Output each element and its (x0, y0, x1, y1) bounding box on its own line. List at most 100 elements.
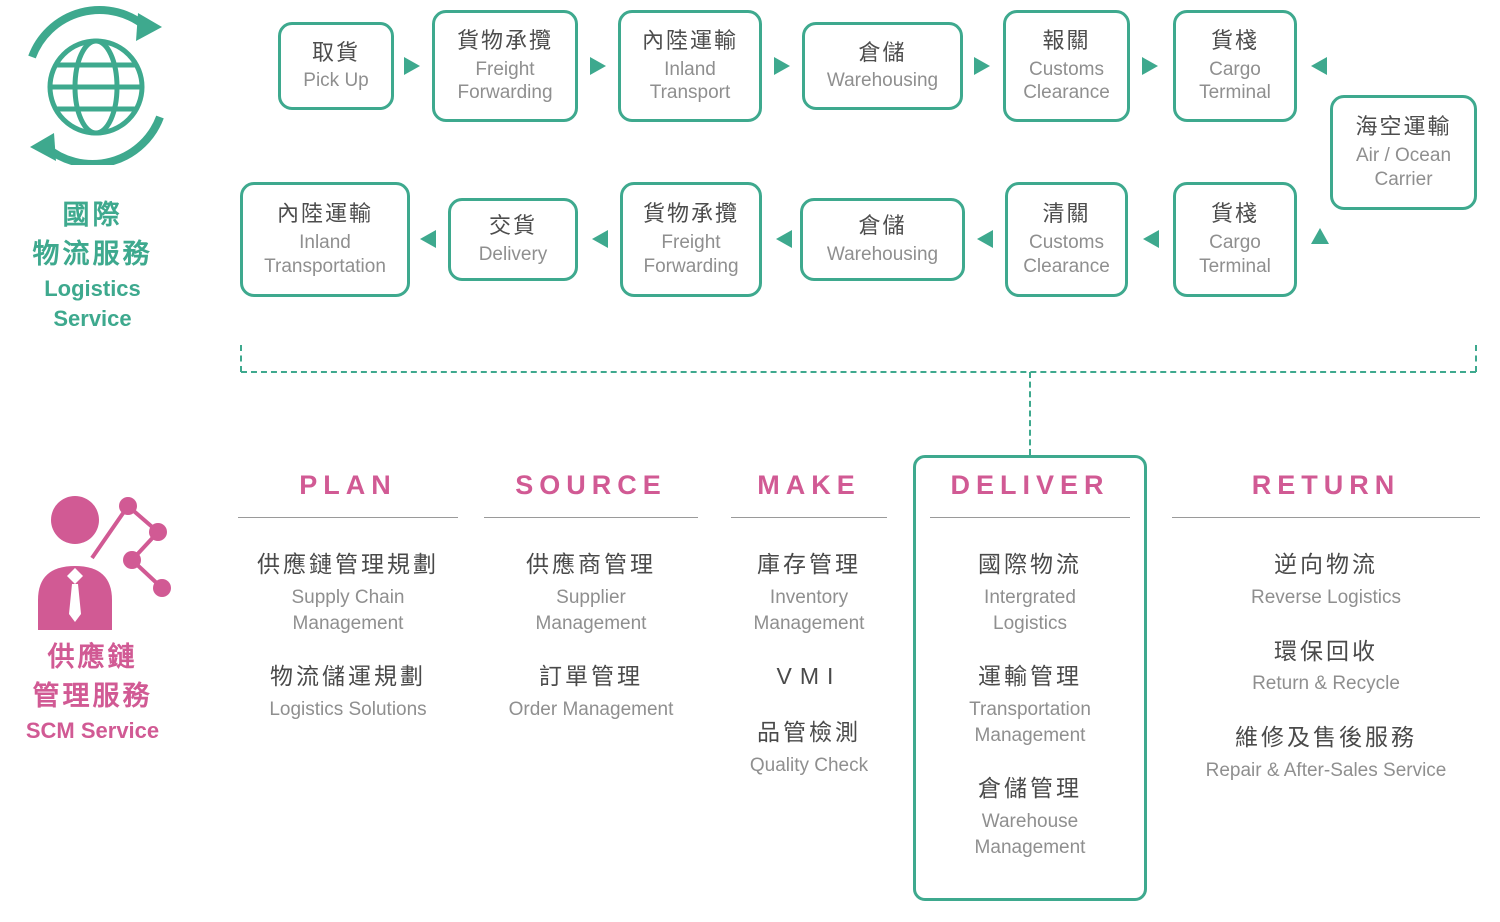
flow-box-en: Customs Clearance (1023, 232, 1110, 277)
scm-item: 倉儲管理 Warehouse Management (930, 774, 1130, 860)
scm-item-en: Supply Chain Management (291, 586, 405, 634)
scm-column-plan: PLAN 供應鏈管理規劃 Supply Chain Management 物流儲… (238, 470, 458, 749)
scm-title-zh-2: 管理服務 (32, 681, 153, 712)
dashed-connector-right (1475, 345, 1477, 372)
scm-item: 訂單管理 Order Management (484, 662, 698, 723)
deliver-highlight-frame (913, 455, 1147, 901)
scm-column-header: PLAN (238, 470, 458, 518)
flow-box-zh: 貨物承攬 (642, 201, 739, 227)
scm-item: 供應商管理 Supplier Management (484, 550, 698, 636)
flow-box-en: Delivery (478, 243, 548, 265)
scm-item: VMI (731, 662, 887, 692)
flow-arrow-left-icon (420, 230, 436, 248)
flow-box-en: Freight Forwarding (457, 58, 553, 104)
logistics-title-en-1: Logistics (44, 276, 141, 302)
scm-item-en: Warehouse Management (974, 811, 1086, 858)
dashed-connector-left (240, 345, 242, 372)
scm-item-en: Transportation Management (969, 699, 1091, 746)
globe-cycle-svg (28, 6, 164, 168)
person-network-icon (30, 480, 180, 630)
scm-item-zh: 訂單管理 (539, 663, 643, 690)
flow-box-zh: 內陸運輸 (276, 201, 373, 227)
scm-column-source: SOURCE 供應商管理 Supplier Management 訂單管理 Or… (484, 470, 698, 749)
logistics-service-title: 國際 物流服務 Logistics Service (5, 196, 180, 334)
scm-item: 國際物流 Intergrated Logistics (930, 550, 1130, 636)
scm-title-en: SCM Service (25, 718, 160, 744)
flow-arrow-left-icon (776, 230, 792, 248)
scm-item-en: Reverse Logistics (1251, 586, 1401, 608)
flow-box-freight-forwarding-2: 貨物承攬 Freight Forwarding (620, 182, 762, 297)
flow-box-en: Cargo Terminal (1199, 58, 1271, 104)
scm-item-zh: 品管檢測 (757, 719, 861, 746)
flow-box-customs-clearance-1: 報關 Customs Clearance (1003, 10, 1130, 122)
scm-item: 逆向物流 Reverse Logistics (1172, 550, 1480, 611)
scm-item-zh: 國際物流 (978, 551, 1082, 577)
scm-item: 庫存管理 Inventory Management (731, 550, 887, 636)
scm-item-zh: 環保回收 (1274, 637, 1378, 664)
flow-box-en: Inland Transportation (264, 232, 386, 277)
scm-item: 品管檢測 Quality Check (731, 718, 887, 779)
dashed-connector-center (1029, 372, 1031, 455)
flow-arrow-right-icon (974, 57, 990, 75)
scm-item-en: Inventory Management (753, 586, 865, 634)
flow-arrow-left-icon (592, 230, 608, 248)
flow-arrow-right-icon (404, 57, 420, 75)
flow-box-customs-clearance-2: 清關 Customs Clearance (1005, 182, 1128, 297)
scm-column-header: SOURCE (484, 470, 698, 518)
scm-column-header: RETURN (1172, 470, 1480, 518)
flow-arrow-right-icon (590, 57, 606, 75)
flow-box-pick-up: 取貨 Pick Up (278, 22, 394, 110)
scm-item: 維修及售後服務 Repair & After-Sales Service (1172, 723, 1480, 784)
flow-box-delivery: 交貨 Delivery (448, 198, 578, 281)
flow-box-zh: 貨棧 (1210, 201, 1259, 227)
flow-box-en: Freight Forwarding (643, 232, 739, 277)
scm-item-en: Order Management (508, 699, 674, 721)
flow-box-warehousing-2: 倉儲 Warehousing (800, 198, 965, 281)
flow-box-freight-forwarding-1: 貨物承攬 Freight Forwarding (432, 10, 578, 122)
flow-box-zh: 倉儲 (858, 213, 907, 239)
globe-cycle-icon (8, 5, 178, 168)
scm-item-zh: 供應商管理 (526, 551, 656, 577)
flow-box-en: Cargo Terminal (1199, 232, 1271, 277)
flow-box-zh: 取貨 (311, 39, 360, 65)
flow-box-inland-transport: 內陸運輸 Inland Transport (618, 10, 762, 122)
flow-box-zh: 清關 (1042, 201, 1091, 227)
scm-service-title: 供應鏈 管理服務 SCM Service (0, 638, 185, 746)
flow-box-en: Inland Transport (649, 58, 731, 104)
flow-box-zh: 貨物承攬 (456, 27, 553, 53)
scm-item: 運輸管理 Transportation Management (930, 662, 1130, 748)
person-network-svg (38, 496, 171, 630)
scm-column-make: MAKE 庫存管理 Inventory Management VMI 品管檢測 … (731, 470, 887, 805)
scm-column-return: RETURN 逆向物流 Reverse Logistics 環保回收 Retur… (1172, 470, 1480, 810)
flow-box-cargo-terminal-2: 貨棧 Cargo Terminal (1173, 182, 1297, 297)
flow-arrow-up-icon (1311, 228, 1329, 244)
flow-box-en: Pick Up (303, 70, 369, 92)
flow-arrow-left-icon (1311, 57, 1327, 75)
scm-item-zh: 維修及售後服務 (1235, 724, 1417, 751)
scm-item-zh: 庫存管理 (757, 551, 861, 577)
flow-box-air-ocean-carrier: 海空運輸 Air / Ocean Carrier (1330, 95, 1477, 210)
scm-item-en: Repair & After-Sales Service (1205, 759, 1447, 781)
flow-box-zh: 報關 (1042, 27, 1091, 53)
flow-box-inland-transportation: 內陸運輸 Inland Transportation (240, 182, 410, 297)
scm-item-en: Intergrated Logistics (984, 586, 1076, 634)
scm-item-zh: 物流儲運規劃 (270, 663, 426, 690)
scm-item-zh: 倉儲管理 (978, 775, 1082, 802)
scm-item-zh: 供應鏈管理規劃 (257, 551, 439, 577)
scm-item-zh: 運輸管理 (978, 663, 1082, 690)
flow-box-zh: 內陸運輸 (641, 27, 738, 53)
dashed-connector-horizontal (241, 371, 1476, 373)
scm-item-en: Logistics Solutions (269, 699, 427, 721)
flow-box-zh: 貨棧 (1210, 27, 1259, 53)
flow-box-en: Customs Clearance (1023, 58, 1110, 104)
scm-column-deliver: DELIVER 國際物流 Intergrated Logistics 運輸管理 … (930, 470, 1130, 887)
scm-title-zh-1: 供應鏈 (47, 642, 138, 672)
scm-item-en: Supplier Management (535, 586, 647, 634)
flow-box-en: Warehousing (826, 70, 939, 92)
flow-box-cargo-terminal-1: 貨棧 Cargo Terminal (1173, 10, 1297, 122)
scm-column-header: DELIVER (930, 470, 1130, 518)
flow-box-zh: 交貨 (488, 213, 537, 239)
flow-arrow-left-icon (977, 230, 993, 248)
flow-box-en: Air / Ocean Carrier (1355, 145, 1452, 190)
